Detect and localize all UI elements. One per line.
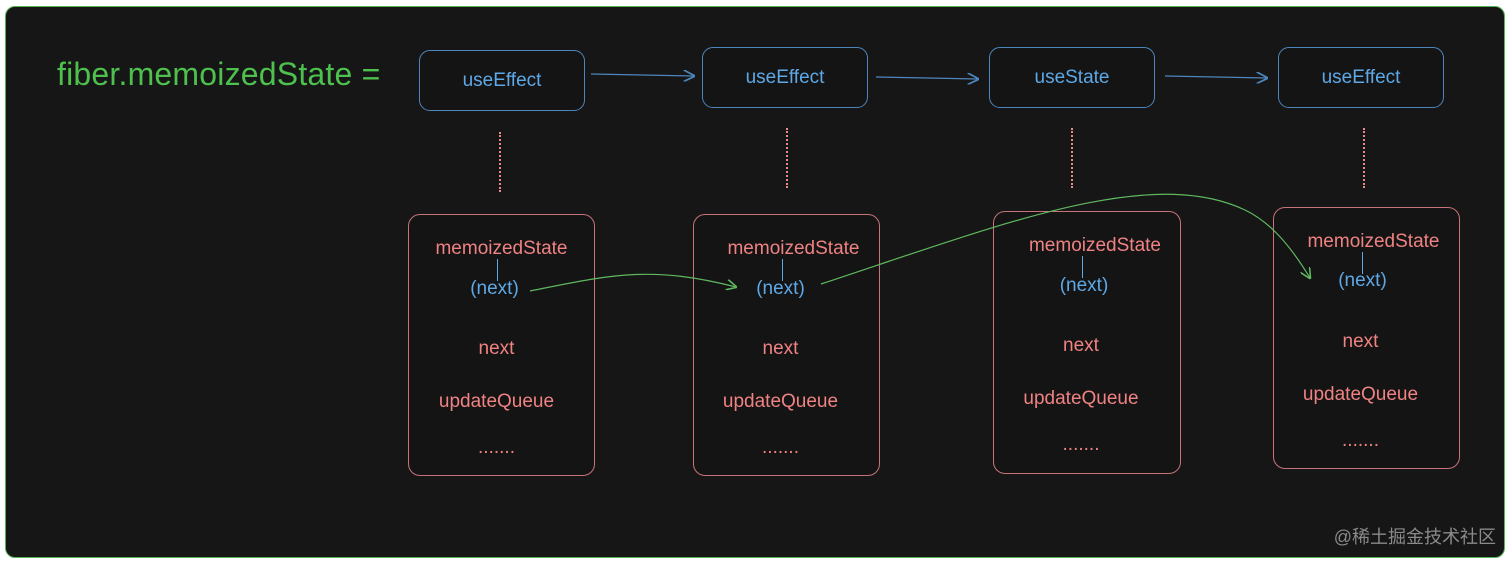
hook-node-4: memoizedState (next) next updateQueue ..… (1273, 207, 1460, 469)
next-field: next (1342, 331, 1379, 352)
hook-box-4: useEffect (1278, 47, 1444, 108)
pointer-tick (1362, 252, 1363, 274)
update-queue-field: updateQueue (1302, 384, 1419, 405)
more-fields-ellipsis: ....... (478, 437, 515, 458)
next-pointer-label: (next) (470, 278, 519, 299)
pointer-tick (782, 259, 783, 281)
next-field: next (762, 338, 799, 359)
next-field: next (478, 338, 515, 359)
arrow-next-node1-to-node2 (529, 273, 736, 292)
next-pointer-label: (next) (1059, 275, 1109, 296)
memoized-state-field: memoizedState (435, 238, 568, 259)
next-pointer-label: (next) (1338, 270, 1387, 291)
memoized-state-field: memoizedState (1028, 235, 1161, 256)
arrow-hook1-to-hook2 (590, 74, 694, 76)
hook-box-3: useState (989, 47, 1155, 108)
diagram-title: fiber.memoizedState = (57, 56, 381, 92)
pointer-tick (1082, 256, 1083, 278)
hook-box-1: useEffect (419, 50, 585, 111)
more-fields-ellipsis: ....... (762, 437, 799, 458)
next-field: next (1063, 335, 1099, 356)
update-queue-field: updateQueue (722, 391, 839, 412)
arrow-next-node2-to-node4 (820, 193, 1310, 285)
memoized-state-field: memoizedState (727, 238, 860, 259)
hook-label: useEffect (462, 69, 542, 91)
dotted-connector-2 (786, 128, 788, 188)
arrow-hook3-to-hook4 (1164, 76, 1267, 78)
pointer-tick (497, 259, 498, 281)
dotted-connector-3 (1071, 128, 1073, 188)
update-queue-field: updateQueue (438, 391, 555, 412)
hook-label: useEffect (1321, 66, 1401, 88)
hook-chain-arrows (590, 74, 1267, 79)
hook-box-2: useEffect (702, 47, 868, 108)
more-fields-ellipsis: ....... (1062, 434, 1100, 455)
hook-node-3: memoizedState (next) next updateQueue ..… (993, 211, 1181, 474)
next-pointer-arrows (529, 193, 1310, 292)
hook-label: useEffect (745, 66, 825, 88)
dotted-connector-1 (499, 132, 501, 192)
memoized-state-field: memoizedState (1307, 231, 1440, 252)
next-pointer-label: (next) (756, 278, 805, 299)
hook-node-1: memoizedState (next) next updateQueue ..… (408, 214, 595, 476)
watermark: @稀土掘金技术社区 (1333, 527, 1496, 547)
hook-label: useState (1034, 66, 1110, 88)
hook-node-2: memoizedState (next) next updateQueue ..… (693, 214, 880, 476)
more-fields-ellipsis: ....... (1342, 430, 1379, 451)
update-queue-field: updateQueue (1023, 388, 1139, 409)
dotted-connector-4 (1363, 128, 1365, 188)
arrow-hook2-to-hook3 (875, 77, 978, 79)
